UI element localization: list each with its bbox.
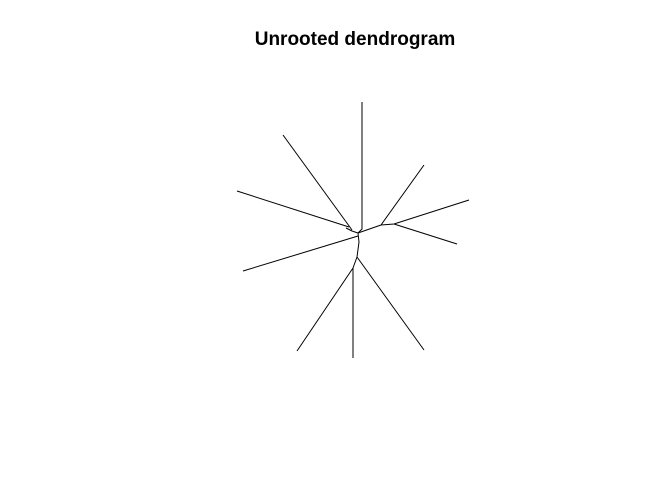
edge-left bbox=[236, 190, 350, 228]
edge-top bbox=[357, 102, 363, 234]
edge-to-right-node bbox=[357, 224, 382, 234]
edge-right-upper bbox=[380, 164, 425, 226]
edge-center-spine bbox=[345, 227, 360, 269]
edge-upper-left bbox=[282, 134, 353, 231]
edge-right bbox=[380, 199, 470, 226]
tree-edges bbox=[236, 102, 470, 358]
edge-bottom-right bbox=[356, 256, 425, 351]
edge-right-lower bbox=[393, 223, 458, 245]
edge-lower-left bbox=[242, 235, 359, 272]
edge-bottom-left bbox=[296, 267, 354, 352]
chart-title: Unrooted dendrogram bbox=[254, 29, 456, 50]
